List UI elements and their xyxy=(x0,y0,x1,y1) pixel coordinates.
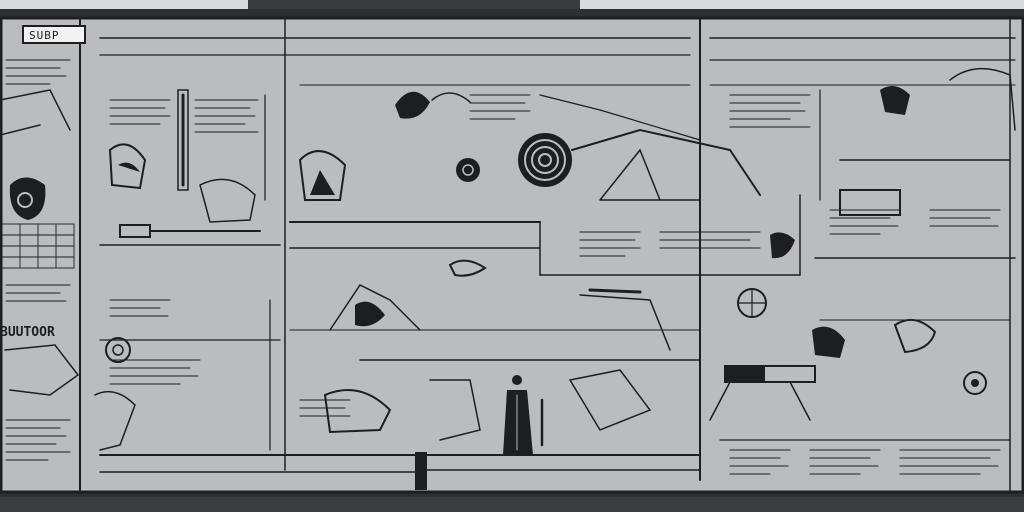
helmet-icon xyxy=(9,177,46,220)
text-block xyxy=(109,94,1001,475)
lever-sketch xyxy=(539,94,701,141)
left-heading-scribble: BUUTOOR xyxy=(0,325,55,340)
helmet-icon xyxy=(298,150,347,201)
helm-profile-sketch xyxy=(199,178,256,223)
shield-sketch xyxy=(355,301,385,327)
cannon-icon xyxy=(119,224,261,238)
left-edge-sketch xyxy=(4,344,80,396)
helm-profile-sketch xyxy=(839,189,901,216)
spoked-wheel-icon xyxy=(963,371,987,395)
helmet-icon xyxy=(812,326,845,358)
helmet-icon xyxy=(395,91,471,119)
right-edge-sketch xyxy=(949,67,1016,131)
helm-profile-sketch xyxy=(323,389,392,434)
left-grid-table xyxy=(1,223,75,269)
spoked-wheel-icon xyxy=(456,158,480,182)
helm-profile-sketch xyxy=(448,259,487,277)
siege-frame-sketch xyxy=(568,369,652,431)
catapult-frame-sketch xyxy=(599,148,701,201)
tag-label-box: SUBP xyxy=(22,25,86,44)
floor-strip xyxy=(0,497,1024,512)
shield-sketch xyxy=(770,232,795,259)
helmet-icon xyxy=(893,318,937,354)
top-wall-shadow xyxy=(248,0,580,9)
spoked-wheel-icon xyxy=(105,337,131,363)
siege-frame-sketch xyxy=(429,379,481,441)
left-text-blocks xyxy=(5,59,71,461)
crossbow-sketch xyxy=(579,294,671,351)
spoked-wheel-icon xyxy=(737,288,767,318)
catapult-arm-sketch xyxy=(571,128,761,196)
tag-label: SUBP xyxy=(29,29,60,42)
board-frame xyxy=(0,16,1024,494)
helmet-icon xyxy=(880,86,910,115)
scale-bar xyxy=(177,89,189,191)
tent-sketch xyxy=(329,284,421,331)
crossbow-bolt-sketch xyxy=(588,288,642,294)
bottom-bracket xyxy=(415,452,427,490)
cannon-icon xyxy=(709,365,816,421)
left-edge-sketch xyxy=(0,89,71,136)
helmet-icon xyxy=(108,143,147,190)
robed-figure-icon xyxy=(503,375,533,455)
helm-profile-sketch xyxy=(94,390,136,451)
circular-shield-icon xyxy=(518,133,572,187)
